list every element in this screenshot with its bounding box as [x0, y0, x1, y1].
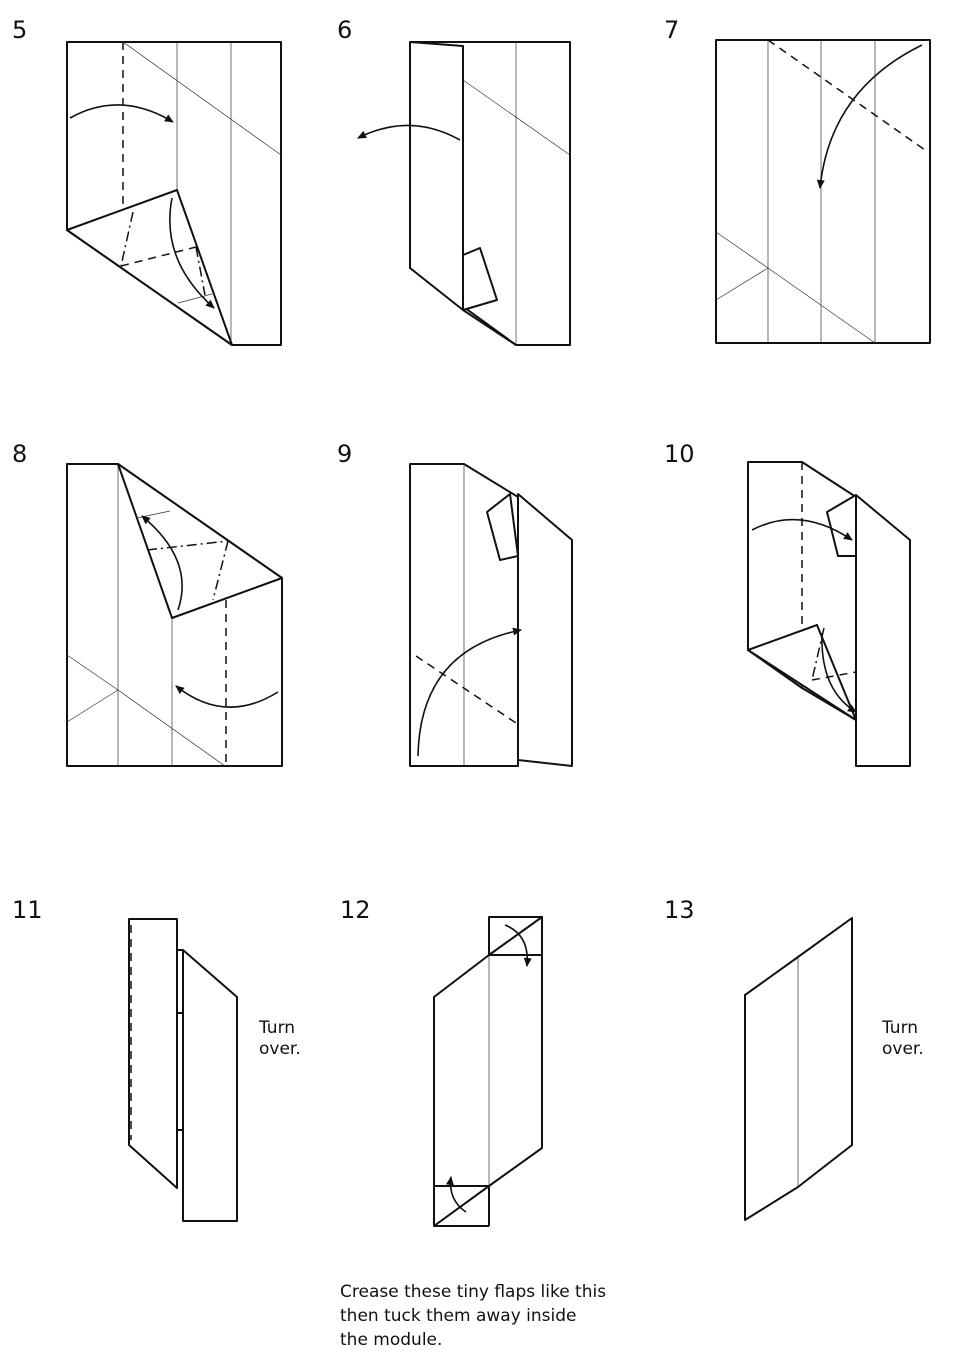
step-number-12: 12 [340, 896, 371, 924]
note-line: over. [259, 1039, 301, 1059]
diagram-step-5 [66, 41, 282, 346]
caption-line: then tuck them away inside [340, 1306, 577, 1326]
step-number-9: 9 [337, 440, 353, 468]
diagram-step-10 [747, 461, 911, 767]
diagram-step-12 [433, 916, 543, 1227]
step-number-6: 6 [337, 16, 353, 44]
note-line: over. [882, 1039, 924, 1059]
step-number-5: 5 [12, 16, 28, 44]
diagram-step-13 [744, 917, 853, 1221]
caption-line: Crease these tiny flaps like this [340, 1282, 607, 1302]
turn-over-note-13: Turn over. [882, 1018, 924, 1060]
note-line: Turn [882, 1018, 919, 1038]
step-number-11: 11 [12, 896, 43, 924]
turn-over-note-11: Turn over. [259, 1018, 301, 1060]
diagram-step-9 [409, 463, 573, 767]
step-number-7: 7 [664, 16, 680, 44]
caption-line: the module. [340, 1330, 443, 1350]
diagram-step-11 [128, 918, 238, 1222]
diagram-step-7 [715, 39, 931, 344]
step-number-10: 10 [664, 440, 695, 468]
step-number-13: 13 [664, 896, 695, 924]
diagram-step-6 [357, 41, 571, 346]
step-number-8: 8 [12, 440, 28, 468]
diagram-step-8 [66, 463, 283, 767]
note-line: Turn [259, 1018, 296, 1038]
instruction-caption: Crease these tiny flaps like this then t… [340, 1280, 606, 1352]
